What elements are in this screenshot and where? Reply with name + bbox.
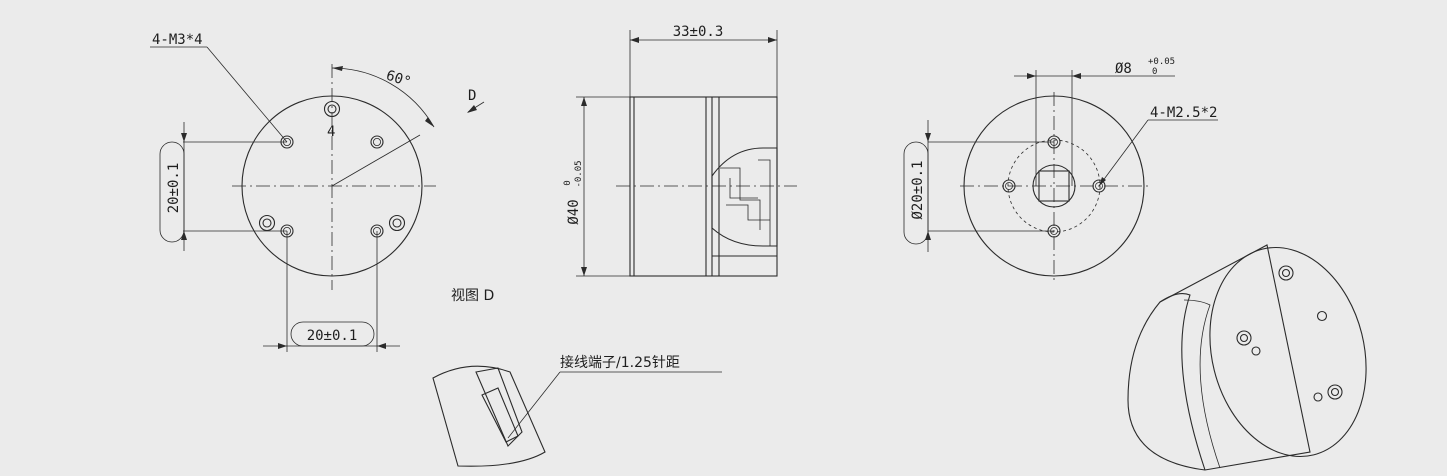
rear-vdim-frame xyxy=(903,141,929,245)
vdim-arrow-top xyxy=(181,133,187,142)
front-angle-ray xyxy=(331,134,421,187)
front-hole-2 xyxy=(370,135,384,149)
terminal-body xyxy=(481,387,519,443)
iso-hole-3 xyxy=(1327,384,1343,400)
hdim-frame xyxy=(290,321,375,347)
view-caption: 视图 D xyxy=(451,288,494,304)
dia-tol-lower: -0.05 xyxy=(574,160,584,187)
iso-body-seam xyxy=(1159,293,1206,471)
iso-body-step xyxy=(1183,299,1221,469)
dia-arrow-top xyxy=(581,97,587,106)
vdim-frame xyxy=(159,141,185,243)
length-arrow-right xyxy=(768,37,777,43)
dia-tol-upper: 0 xyxy=(563,180,573,185)
side-section-detail xyxy=(720,159,771,246)
hdim-label: 20±0.1 xyxy=(307,328,358,344)
iso-hole-2 xyxy=(1236,330,1252,346)
terminal-label: 接线端子/1.25针距 xyxy=(560,354,680,371)
front-view: 4-M3*4 60° 4 20±0.1 20±0.1 D 视图 D xyxy=(150,32,494,352)
side-view: 33±0.3 Ø40 0 -0.05 xyxy=(563,24,797,277)
length-arrow-left xyxy=(630,37,639,43)
iso-hole-5 xyxy=(1251,346,1261,356)
angle-label: 60° xyxy=(384,68,413,91)
view-arrow-label: D xyxy=(468,88,476,104)
iso-hole-4 xyxy=(1316,310,1328,322)
vdim-arrow-bottom xyxy=(181,231,187,240)
iso-end-face xyxy=(1209,246,1367,458)
rear-hole-left xyxy=(1002,179,1016,193)
rear-callout-label: 4-M2.5*2 xyxy=(1150,105,1217,121)
rear-hole-right xyxy=(1092,179,1106,193)
front-angle-arc xyxy=(331,67,435,128)
front-screw-1 xyxy=(323,100,341,118)
bore-tol-upper: +0.05 xyxy=(1148,57,1175,67)
dia-arrow-bottom xyxy=(581,267,587,276)
front-screw-3 xyxy=(388,214,406,232)
hdim-arrow-left xyxy=(278,343,287,349)
front-screw-2 xyxy=(258,214,276,232)
terminal-housing xyxy=(475,367,523,447)
rear-view: Ø8 +0.05 0 4-M2.5*2 Ø20±0.1 xyxy=(903,57,1218,280)
hdim-arrow-right xyxy=(377,343,386,349)
angle-arrow-right xyxy=(425,117,434,127)
iso-hole-6 xyxy=(1313,392,1323,402)
side-section-cutaway xyxy=(711,147,778,247)
rear-callout-arrow xyxy=(1099,177,1106,186)
isometric-view xyxy=(1127,244,1367,471)
angle-arrow-left xyxy=(332,66,343,71)
front-small-label: 4 xyxy=(327,124,335,140)
iso-body-silhouette xyxy=(1127,244,1311,471)
bore-dim-label: Ø8 xyxy=(1115,61,1132,77)
rear-vdim-label: Ø20±0.1 xyxy=(910,160,926,219)
detail-view: 接线端子/1.25针距 xyxy=(432,354,722,467)
length-dim-label: 33±0.3 xyxy=(673,24,724,40)
hole-callout-label: 4-M3*4 xyxy=(152,32,203,48)
bore-arrow-left xyxy=(1027,73,1036,79)
detail-outline xyxy=(432,365,546,467)
dia-dim-label: Ø40 xyxy=(566,199,582,224)
bore-arrow-right xyxy=(1072,73,1081,79)
iso-hole-1 xyxy=(1278,265,1294,281)
side-outline xyxy=(629,96,778,277)
rear-callout-leader xyxy=(1098,119,1149,187)
hole-callout-leader xyxy=(206,46,288,143)
view-arrow-head xyxy=(467,105,477,113)
terminal-callout-leader xyxy=(507,371,561,439)
bore-tol-lower: 0 xyxy=(1152,67,1157,77)
vdim-label: 20±0.1 xyxy=(166,163,182,214)
rear-vdim-arrow-top xyxy=(925,133,931,142)
